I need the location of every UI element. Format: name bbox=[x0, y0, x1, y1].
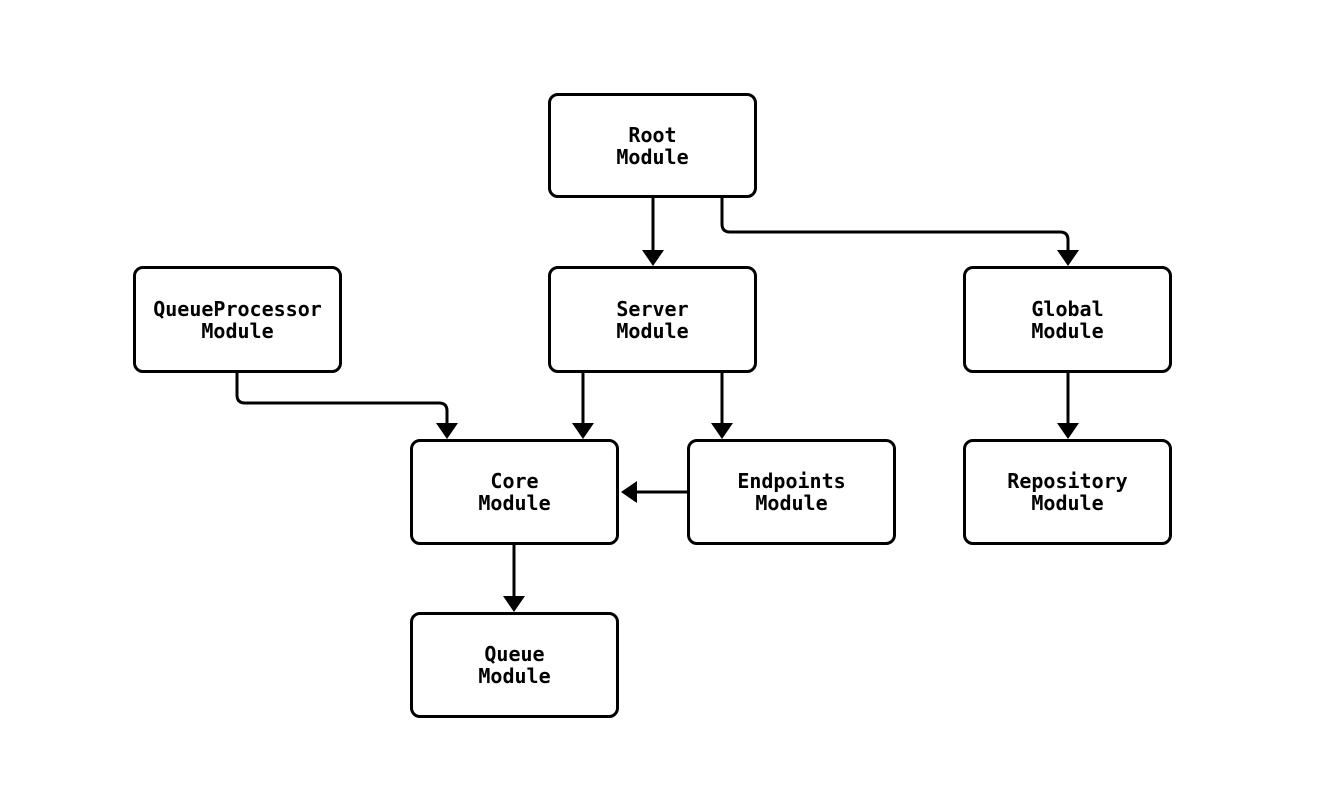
edge-root-to-server bbox=[642, 198, 664, 266]
node-label: Server Module bbox=[616, 296, 689, 343]
edge-global-to-repository bbox=[1057, 373, 1079, 439]
edge-core-to-queue bbox=[503, 545, 525, 612]
edge-queueprocessor-to-core bbox=[235, 373, 458, 439]
node-label: Global Module bbox=[1031, 296, 1104, 343]
node-root-module: Root Module bbox=[548, 93, 757, 198]
node-label: Core Module bbox=[478, 469, 551, 515]
node-queueprocessor-module: QueueProcessor Module bbox=[133, 266, 342, 373]
node-label: QueueProcessor Module bbox=[153, 296, 322, 343]
edge-root-to-global bbox=[720, 198, 1079, 266]
node-server-module: Server Module bbox=[548, 266, 757, 373]
node-label: Repository Module bbox=[1007, 469, 1128, 515]
node-label: Endpoints Module bbox=[737, 469, 846, 515]
node-label: Root Module bbox=[616, 122, 689, 169]
node-global-module: Global Module bbox=[963, 266, 1172, 373]
node-core-module: Core Module bbox=[410, 439, 619, 545]
node-label: Queue Module bbox=[478, 642, 551, 688]
edge-server-to-endpoints bbox=[711, 373, 733, 439]
edge-server-to-core bbox=[572, 373, 594, 439]
node-repository-module: Repository Module bbox=[963, 439, 1172, 545]
edge-endpoints-to-core bbox=[621, 481, 687, 503]
node-endpoints-module: Endpoints Module bbox=[687, 439, 896, 545]
node-queue-module: Queue Module bbox=[410, 612, 619, 718]
